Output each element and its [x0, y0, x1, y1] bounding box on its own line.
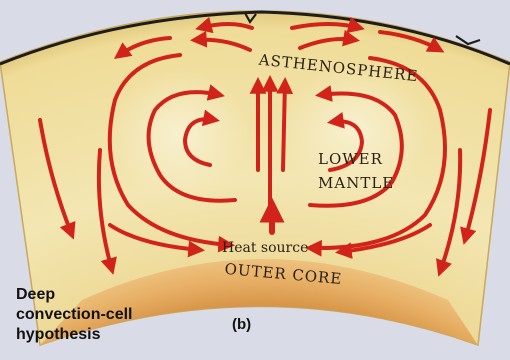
upwelling-arrow-right [283, 82, 285, 170]
lower-mantle-label-line2: MANTLE [318, 174, 394, 192]
caption-line-2: convection-cell [16, 305, 196, 325]
lower-mantle-label-line1: LOWER [318, 150, 383, 168]
caption-line-1: Deep [16, 285, 196, 305]
left-cell-glow [110, 70, 250, 200]
heat-source-label: Heat source [222, 240, 308, 256]
caption-line-3: hypothesis [16, 325, 196, 345]
caption: Deep convection-cell hypothesis [16, 285, 196, 345]
figure-part-label: (b) [232, 316, 251, 333]
